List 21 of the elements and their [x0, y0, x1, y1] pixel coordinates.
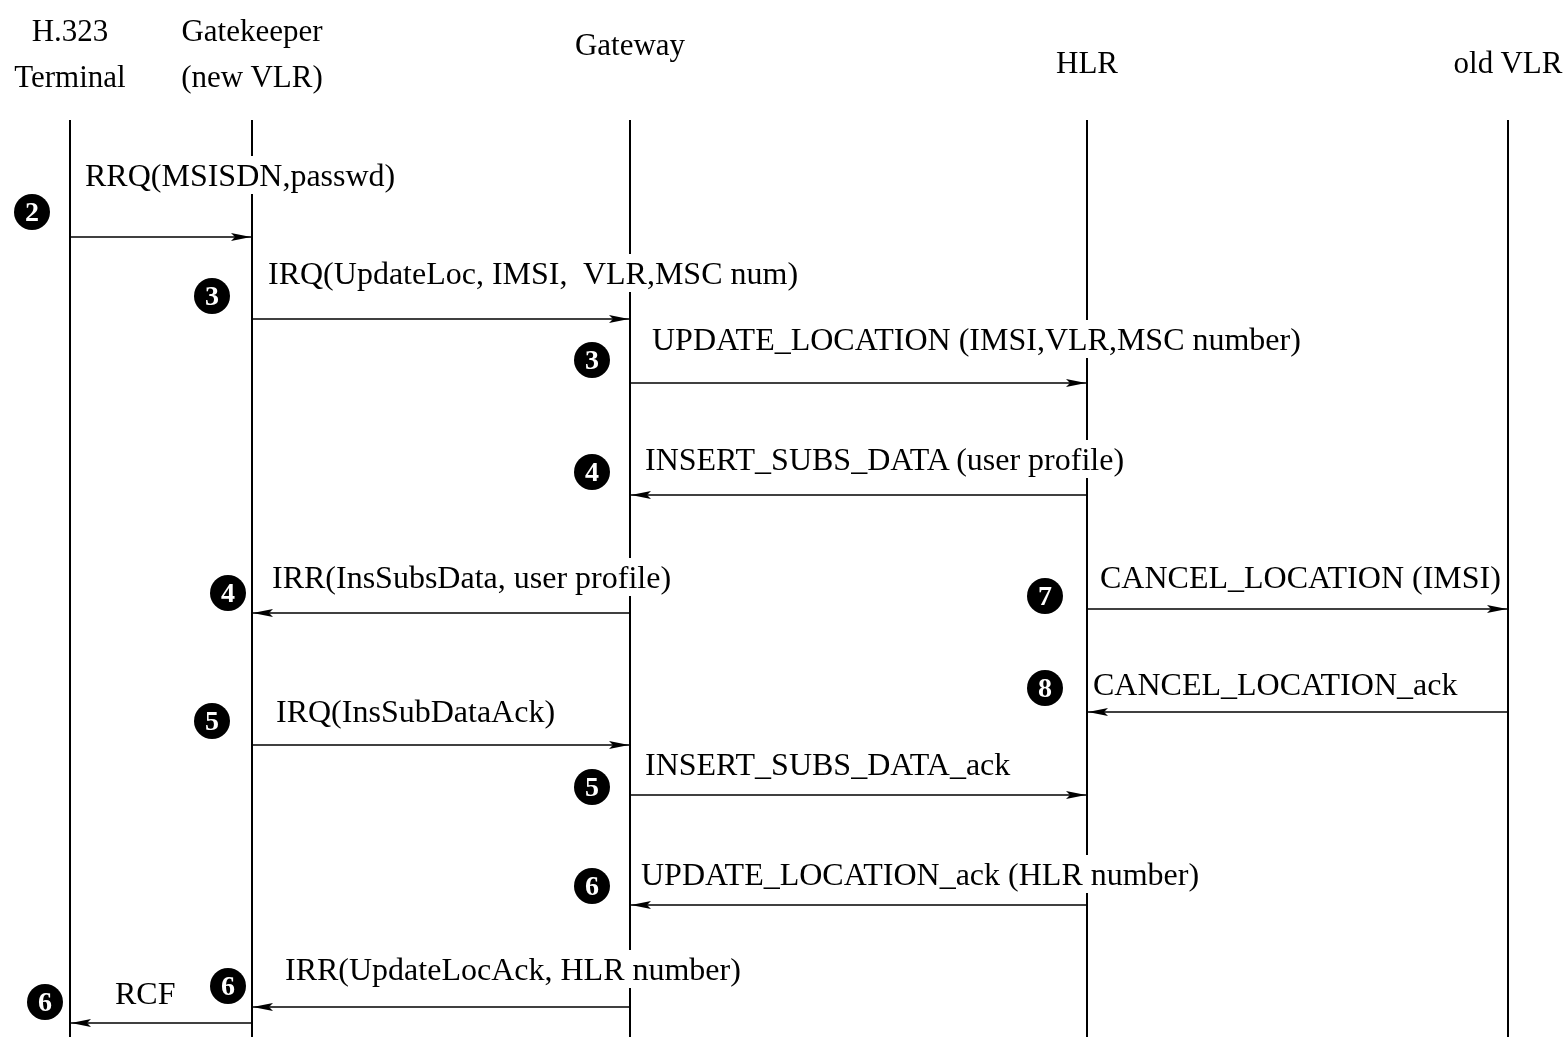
message-arrow — [630, 491, 1087, 499]
message-arrow — [70, 1019, 252, 1027]
message-arrow — [252, 1003, 630, 1011]
step-number-badge: 8 — [1027, 670, 1063, 706]
message-arrow — [630, 901, 1087, 909]
participant-label: HLR — [1055, 44, 1119, 82]
message-arrow — [252, 609, 630, 617]
message-arrow — [252, 315, 630, 323]
message-arrow — [1087, 708, 1508, 716]
message-arrow — [70, 233, 252, 241]
step-number-badge: 7 — [1027, 578, 1063, 614]
participant-label: Gatekeeper (new VLR) — [180, 12, 324, 96]
message-arrow — [252, 741, 630, 749]
message-label: UPDATE_LOCATION (IMSI,VLR,MSC number) — [650, 320, 1303, 358]
message-arrow — [630, 379, 1087, 387]
participant-label: old VLR — [1453, 44, 1563, 82]
message-arrow — [630, 791, 1087, 799]
message-label: IRR(UpdateLocAck, HLR number) — [283, 950, 743, 988]
participant-label: Gateway — [573, 26, 687, 64]
participant-label: H.323 Terminal — [13, 12, 127, 96]
message-arrow — [1087, 605, 1508, 613]
